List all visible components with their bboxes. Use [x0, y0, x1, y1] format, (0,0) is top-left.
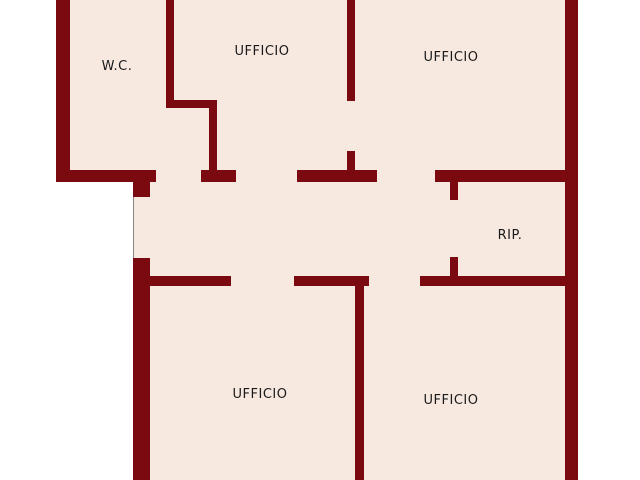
- wall-wc-office-jog: [166, 100, 217, 108]
- room-label-office-top-left: UFFICIO: [235, 44, 290, 59]
- wall-bottom-divider: [355, 286, 364, 480]
- wall-right: [565, 0, 578, 480]
- room-label-office-bottom-left: UFFICIO: [233, 387, 288, 402]
- wall-entrance-stub: [133, 182, 150, 197]
- wall-storage-bottom: [420, 276, 566, 286]
- room-label-wc: W.C.: [102, 59, 133, 74]
- room-label-storage: RIP.: [498, 228, 523, 243]
- wall-wc-office: [166, 0, 174, 108]
- wall-divider-stub: [347, 151, 355, 171]
- floor: [70, 0, 566, 480]
- wall-storage-top-stub: [450, 182, 458, 200]
- wall-office-stub: [201, 170, 236, 182]
- wall-office-right-bottom: [297, 170, 377, 182]
- wall-left-lower: [133, 258, 150, 480]
- wall-bottom-left-top: [150, 276, 231, 286]
- walls: [56, 0, 578, 480]
- wall-storage-top: [435, 170, 566, 182]
- wall-wc-office-lower: [209, 100, 217, 172]
- wall-bottom-middle-top: [294, 276, 369, 286]
- wall-storage-bottom-stub: [450, 257, 458, 277]
- room-label-office-bottom-right: UFFICIO: [424, 393, 479, 408]
- wall-wc-left: [56, 0, 70, 182]
- wall-offices-divider: [347, 0, 355, 101]
- room-label-office-top-right: UFFICIO: [424, 50, 479, 65]
- wall-wc-bottom: [56, 170, 156, 182]
